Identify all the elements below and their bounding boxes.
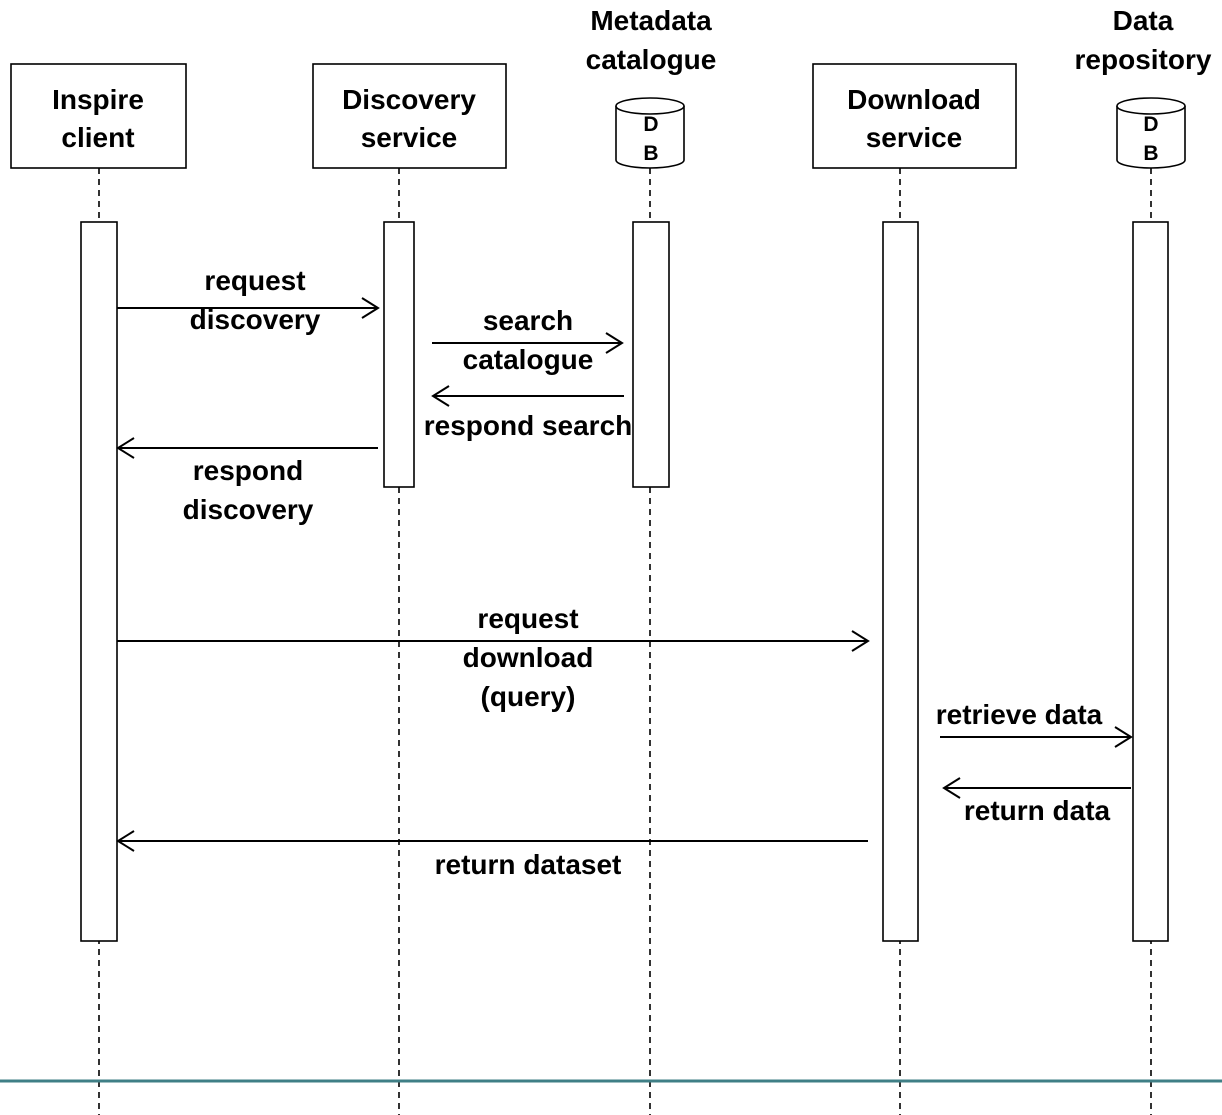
database-label: D <box>643 113 658 136</box>
message-label: respond search <box>424 410 633 441</box>
message-label: (query) <box>481 681 576 712</box>
message-return-dataset: return dataset <box>116 830 868 880</box>
database-label: D <box>1143 113 1158 136</box>
arrowhead-icon <box>431 385 450 407</box>
activation-bar-discovery-service <box>383 221 415 488</box>
arrowhead-icon <box>116 830 135 852</box>
message-label: respond <box>193 455 303 486</box>
message-label: discovery <box>190 304 321 335</box>
message-label: request <box>477 603 578 634</box>
message-label: return dataset <box>435 849 622 880</box>
arrowhead-icon <box>116 437 135 459</box>
message-return-data: return data <box>942 777 1131 826</box>
participant-label: Download <box>847 84 981 115</box>
participant-label: service <box>866 122 963 153</box>
participant-label: service <box>361 122 458 153</box>
database-label: B <box>1143 142 1158 165</box>
message-label: retrieve data <box>936 699 1103 730</box>
participant-metadata-catalogue: Metadata catalogue D B <box>586 5 717 169</box>
participant-label: catalogue <box>586 44 717 75</box>
arrowhead-icon <box>942 777 961 799</box>
message-label: search <box>483 305 573 336</box>
activation-bar-data-repository <box>1132 221 1169 942</box>
arrowhead-icon <box>361 297 380 319</box>
participant-label: Metadata <box>590 5 712 36</box>
database-icon: D B <box>1116 97 1186 169</box>
activation-bar-metadata-catalogue <box>632 221 670 488</box>
participant-label: client <box>61 122 134 153</box>
message-label: discovery <box>183 494 314 525</box>
message-label: return data <box>964 795 1111 826</box>
arrowhead-icon <box>605 332 624 354</box>
participant-label: Data <box>1113 5 1174 36</box>
arrowhead-icon <box>1114 726 1133 748</box>
message-label: request <box>204 265 305 296</box>
participant-label: Inspire <box>52 84 144 115</box>
message-respond-discovery: respond discovery <box>116 437 378 525</box>
database-icon: D B <box>615 97 685 169</box>
message-retrieve-data: retrieve data <box>936 699 1133 748</box>
database-label: B <box>643 142 658 165</box>
arrowhead-icon <box>851 630 870 652</box>
message-label: download <box>463 642 594 673</box>
activation-bar-inspire-client <box>80 221 118 942</box>
participant-inspire-client: Inspire client <box>10 63 187 169</box>
message-search-catalogue: search catalogue <box>432 305 624 375</box>
participant-data-repository: Data repository D B <box>1075 5 1212 169</box>
message-request-download: request download (query) <box>117 603 870 712</box>
message-respond-search: respond search <box>424 385 633 441</box>
participant-discovery-service: Discovery service <box>312 63 507 169</box>
activation-bar-download-service <box>882 221 919 942</box>
message-label: catalogue <box>463 344 594 375</box>
participant-label: repository <box>1075 44 1212 75</box>
participant-label: Discovery <box>342 84 476 115</box>
participant-download-service: Download service <box>812 63 1017 169</box>
message-request-discovery: request discovery <box>117 265 380 335</box>
